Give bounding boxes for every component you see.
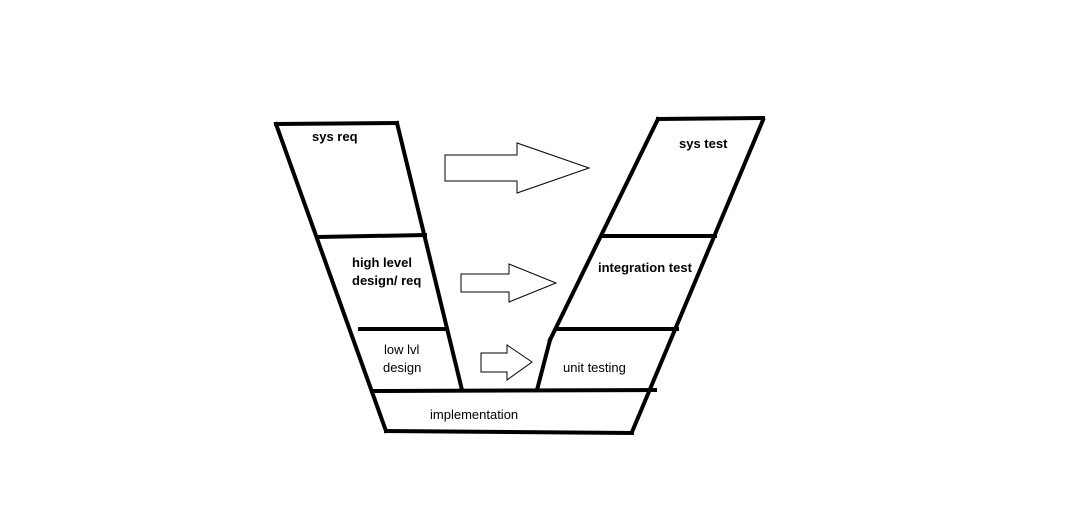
implementation-top-edge (369, 387, 658, 394)
label-integration-test: integration test (598, 260, 693, 275)
label-sys-test: sys test (679, 136, 728, 151)
arrow-low-lvl-to-unit-testing (480, 344, 533, 381)
label-implementation: implementation (430, 407, 518, 422)
label-unit-testing: unit testing (563, 360, 626, 375)
label-sys-req: sys req (312, 129, 358, 144)
sys-test-top-edge (655, 115, 766, 122)
left-arm-outer-edge (273, 121, 389, 434)
implementation-block (369, 387, 658, 436)
label-low-lvl-line2: design (383, 360, 421, 375)
label-high-level-line1: high level (352, 255, 412, 270)
label-low-lvl-line1: low lvl (384, 342, 420, 357)
right-arm-outer-edge (629, 117, 766, 435)
right-arm (534, 115, 766, 435)
implementation-bottom-edge (383, 428, 635, 436)
right-arm-inner-edge-lower (534, 337, 553, 393)
sys-req-bottom-divider (315, 232, 428, 240)
left-arm-inner-edge (394, 120, 465, 393)
left-arm (273, 120, 465, 434)
sys-req-top-edge (273, 120, 400, 127)
arrow-high-level-to-integration (460, 263, 558, 303)
right-arm-inner-edge-upper (547, 116, 661, 343)
arrow-sys-req-to-sys-test (444, 142, 591, 194)
label-high-level-line2: design/ req (352, 273, 421, 288)
